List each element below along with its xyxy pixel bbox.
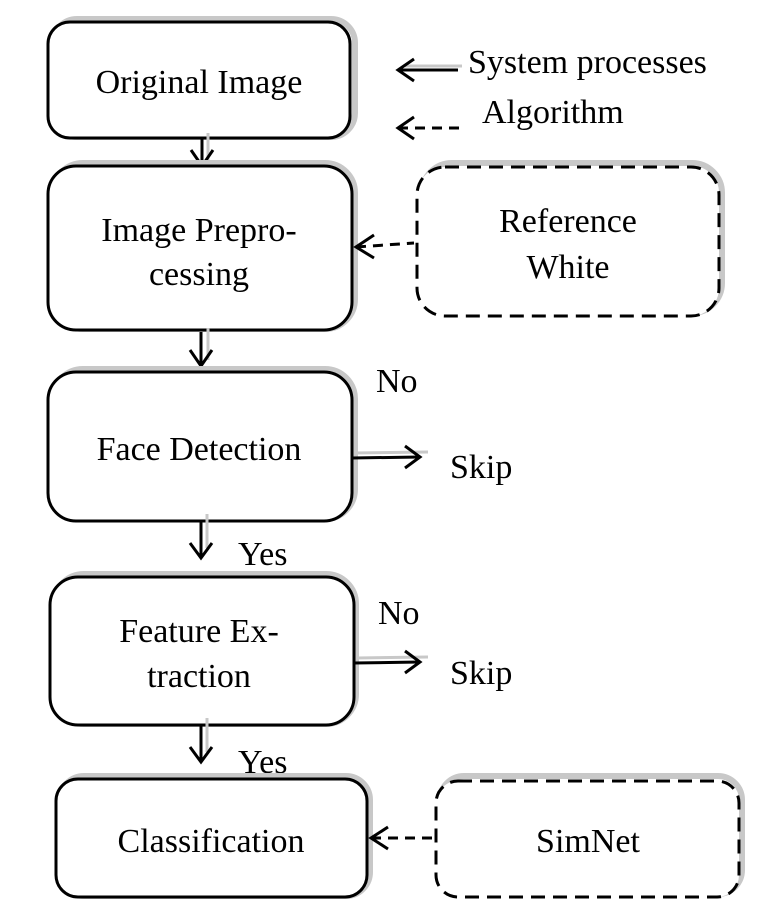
node-classification: Classification: [54, 773, 373, 899]
node-label-line2: traction: [147, 658, 251, 695]
arrow-down-icon: [188, 718, 214, 765]
node-reference-white: Reference White: [415, 160, 725, 318]
legend-dashed-arrow-icon: [395, 115, 460, 141]
edge-label-no: No: [376, 363, 418, 400]
arrow-left-dashed-icon: [368, 825, 434, 851]
arrow-right-icon: [351, 444, 429, 470]
node-label-line1: Image Prepro-: [101, 212, 296, 249]
node-label: Classification: [118, 823, 305, 860]
edge-label-yes: Yes: [238, 536, 287, 573]
legend-solid-label: System processes: [468, 44, 707, 81]
arrow-left-dashed-icon: [353, 233, 415, 260]
node-label: SimNet: [536, 823, 640, 860]
node-label: Original Image: [96, 64, 303, 101]
node-label-line2: White: [526, 249, 609, 286]
legend-solid-arrow-icon: [395, 57, 462, 83]
arrow-right-icon: [353, 649, 429, 675]
node-label-line1: Reference: [499, 203, 637, 240]
node-face-detection: Face Detection: [46, 366, 358, 523]
node-label-line1: Feature Ex-: [119, 613, 279, 650]
edge-label-no: No: [378, 595, 420, 632]
node-image-preprocessing: Image Prepro- cessing: [46, 160, 358, 332]
edge-label-skip: Skip: [450, 449, 512, 486]
node-original-image: Original Image: [46, 16, 358, 140]
node-feature-extraction: Feature Ex- traction: [48, 571, 359, 727]
legend: System processes Algorithm: [395, 44, 707, 141]
arrow-down-icon: [188, 328, 214, 369]
node-label-line2: cessing: [149, 256, 249, 293]
edge-label-skip: Skip: [450, 655, 512, 692]
legend-dashed-label: Algorithm: [482, 94, 624, 131]
arrow-down-icon: [188, 514, 214, 561]
node-label: Face Detection: [97, 431, 302, 468]
node-simnet: SimNet: [434, 773, 745, 899]
